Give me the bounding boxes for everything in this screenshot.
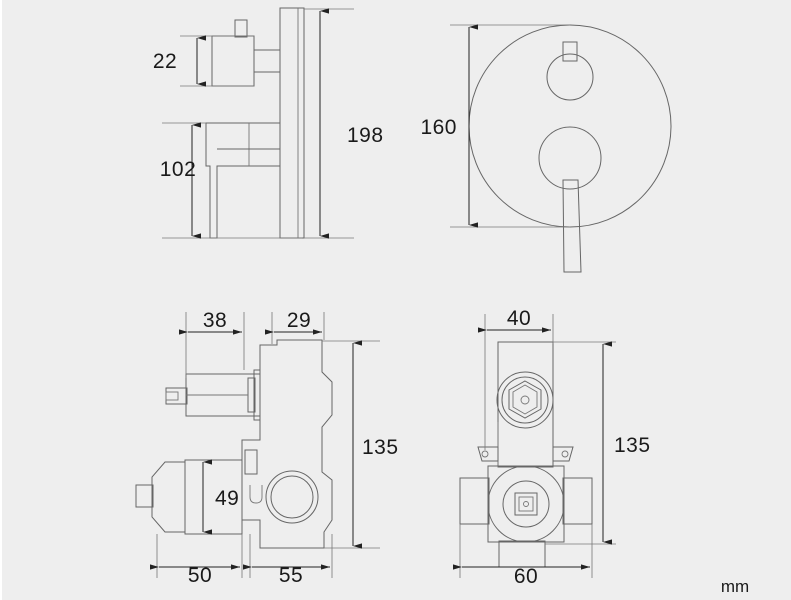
mixer-lever-handle [562, 179, 582, 273]
diverter-cartridge-cone [151, 461, 186, 533]
diverter-square-drive [514, 492, 538, 516]
upper-nut-mid-circle [501, 376, 549, 424]
diverter-face-inner [502, 480, 550, 528]
trim-plate-edge [279, 7, 305, 239]
dimension-label-50: 50 [188, 564, 212, 587]
mounting-ear-left [477, 446, 499, 462]
diverter-knob-body [211, 35, 255, 87]
mixer-control-circle [538, 126, 602, 190]
body-central-column [497, 341, 554, 468]
diverter-knob-circle [546, 53, 594, 101]
mounting-hole-right [561, 450, 569, 458]
bottom-port [498, 540, 546, 568]
lever-handle-shoulder [217, 148, 281, 166]
dimension-label-198: 198 [347, 124, 384, 147]
valve-body-outline [241, 339, 333, 549]
unit-label: mm [721, 577, 749, 596]
body-clip-detail [249, 485, 263, 504]
mounting-ear-right [552, 446, 574, 462]
outlet-boss-outer [265, 470, 319, 524]
dimension-label-29: 29 [287, 309, 311, 332]
dimension-label-40: 40 [507, 307, 531, 330]
dimension-label-60: 60 [514, 565, 538, 588]
hex-nut-centre-hole [520, 395, 530, 405]
body-locating-tab [244, 449, 258, 475]
diverter-cartridge-body [184, 459, 243, 535]
dimension-label-38: 38 [203, 309, 227, 332]
view-side-elevation: 22 102 198 [153, 7, 384, 239]
diverter-knob-stem [234, 19, 248, 38]
diverter-knob-indicator [562, 41, 578, 62]
diverter-face-outer [487, 465, 565, 543]
view-front-elevation: 160 [420, 24, 672, 273]
dimension-label-135b: 135 [614, 434, 651, 457]
view-body-front: 40 135 60 [453, 307, 651, 588]
hex-nut [508, 380, 542, 419]
lever-handle-profile [205, 122, 281, 239]
dimension-label-102: 102 [160, 158, 197, 181]
round-trim-plate [468, 24, 672, 228]
dimension-label-160: 160 [420, 116, 457, 139]
diverter-knob-neck [253, 49, 281, 73]
cartridge-spindle-flat [165, 391, 179, 401]
dimension-label-49: 49 [215, 487, 239, 510]
side-port-right [562, 477, 593, 525]
diverter-centre-dot [523, 501, 529, 507]
dimension-label-135a: 135 [362, 436, 399, 459]
diverter-square-drive-inner [518, 496, 534, 512]
outlet-boss-inner [270, 475, 314, 519]
dimension-label-22: 22 [153, 50, 177, 73]
cartridge-flange-a [253, 369, 261, 421]
mounting-hole-left [481, 450, 489, 458]
diverter-end-port [135, 484, 154, 508]
cartridge-spindle [165, 387, 188, 405]
hex-nut-inner [512, 384, 538, 415]
upper-nut-outer-circle [496, 371, 554, 429]
view-body-side-section: 38 29 135 49 50 55 [135, 309, 399, 587]
side-port-left [459, 477, 490, 525]
dimension-label-55: 55 [279, 564, 303, 587]
